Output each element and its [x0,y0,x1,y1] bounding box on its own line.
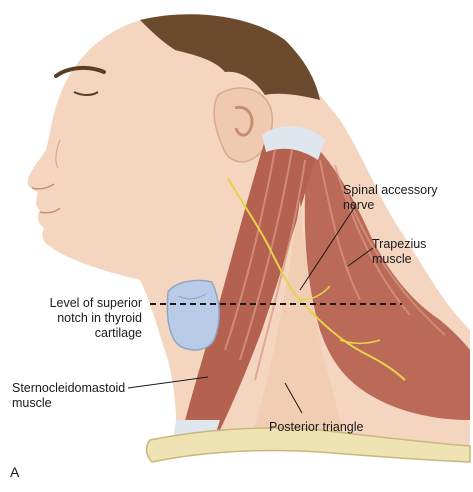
clavicle [145,427,471,463]
leader-sternocleidomastoid [127,376,209,389]
sternocleidomastoid-muscle [180,134,318,440]
label-sternocleidomastoid-muscle: Sternocleidomastoid muscle [12,381,126,410]
ear [213,87,273,163]
leader-trapezius-muscle [347,247,374,267]
posterior-triangle-area [250,200,345,440]
label-level-superior-notch: Level of superior notch in thyroid carti… [49,296,142,340]
eye [73,91,99,96]
leader-posterior-triangle [284,382,303,414]
trapezius-muscle [304,140,470,420]
label-trapezius-muscle: Trapezius muscle [372,237,427,266]
label-spinal-accessory-nerve: Spinal accessory nerve [343,183,438,212]
label-posterior-triangle: Posterior triangle [269,420,364,434]
panel-letter: A [10,464,20,480]
thyroid-cartilage [166,279,220,351]
eyebrow [54,65,106,78]
hair [140,14,320,101]
scm-upper-tendon [262,126,325,160]
leader-spinal-accessory-nerve [299,204,357,291]
